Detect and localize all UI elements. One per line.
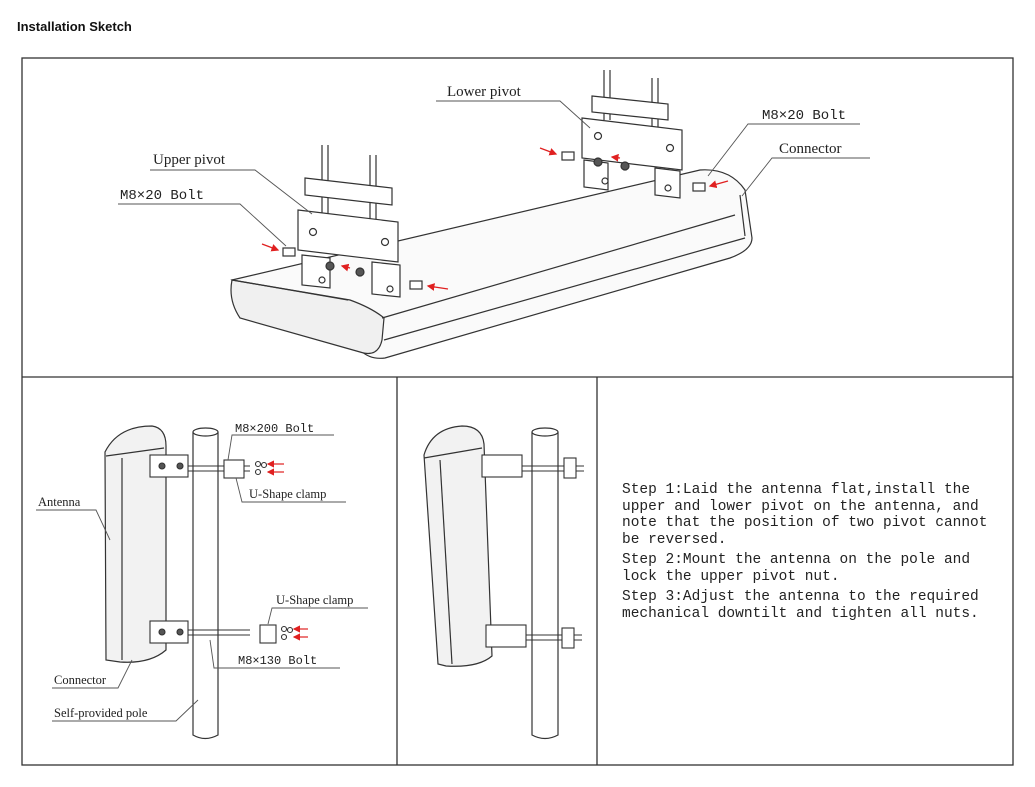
label-antenna: Antenna (38, 495, 81, 509)
assembly-arrows-left (266, 460, 308, 641)
label-bolt-200: M8×200 Bolt (235, 422, 314, 436)
label-lower-pivot: Lower pivot (447, 84, 522, 100)
lower-pivot-drawing (561, 70, 706, 199)
leader-lines-top (118, 100, 870, 247)
left-labels: M8×200 Bolt U-Shape clamp Antenna U-Shap… (38, 422, 353, 720)
label-pole: Self-provided pole (54, 706, 148, 720)
label-u-clamp-top: U-Shape clamp (249, 487, 326, 501)
clamp-bottom-left (149, 620, 294, 644)
label-u-clamp-bottom: U-Shape clamp (276, 593, 353, 607)
label-bolt-right: M8×20 Bolt (762, 108, 846, 124)
clamps-middle (481, 454, 584, 649)
antenna-flat-drawing (230, 169, 753, 359)
assembly-arrows-top (261, 147, 729, 291)
antenna-vertical-drawing (104, 425, 167, 663)
step-2: Step 2:Mount the antenna on the pole and… (622, 552, 971, 585)
pole-left (192, 427, 219, 740)
top-labels: Upper pivot M8×20 Bolt Lower pivot M8×20… (120, 84, 846, 204)
label-bolt-130: M8×130 Bolt (238, 654, 317, 668)
clamp-top-left (149, 454, 268, 479)
upper-pivot-drawing (282, 145, 423, 298)
installation-steps: Step 1:Laid the antenna flat,install the… (622, 482, 1012, 626)
step-1: Step 1:Laid the antenna flat,install the… (622, 482, 988, 548)
label-bolt-left: M8×20 Bolt (120, 188, 204, 204)
antenna-tilted-drawing (423, 425, 493, 667)
label-upper-pivot: Upper pivot (153, 152, 226, 168)
page-title: Installation Sketch (17, 19, 132, 34)
label-connector-left: Connector (54, 673, 107, 687)
leader-lines-left (36, 434, 368, 722)
label-connector-top: Connector (779, 141, 841, 157)
step-3: Step 3:Adjust the antenna to the require… (622, 589, 979, 622)
panel-frame (21, 57, 1014, 766)
pole-middle (531, 427, 559, 740)
